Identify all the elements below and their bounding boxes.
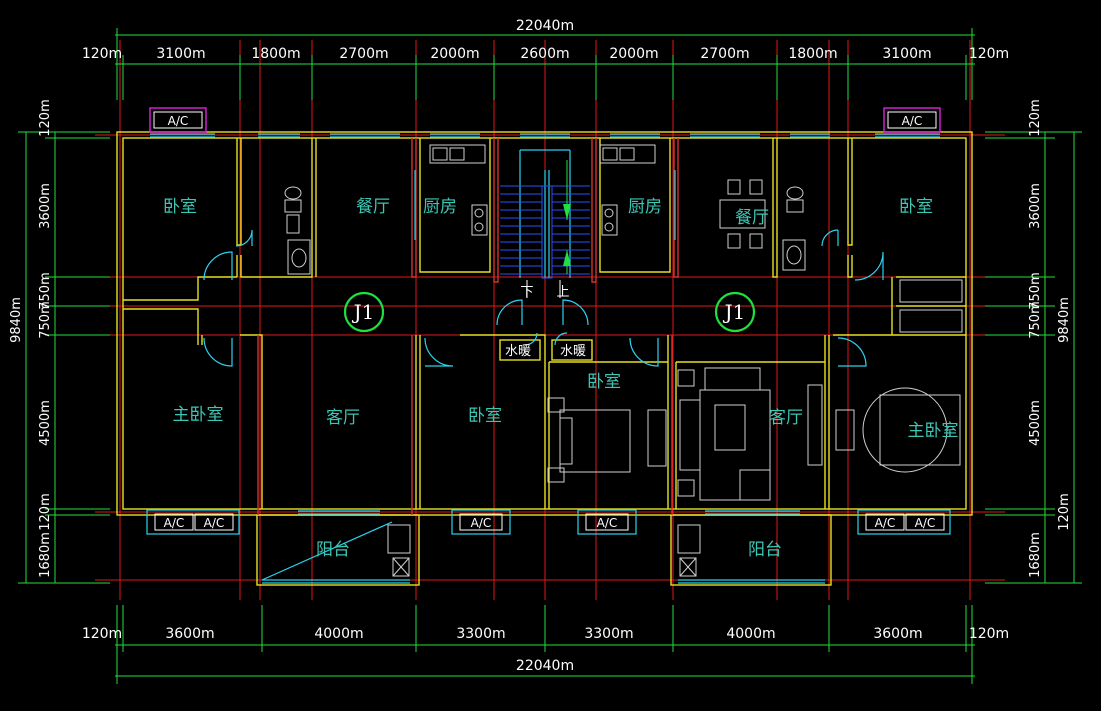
j1-markers: J1 J1 [343, 291, 756, 333]
dim-top-9: 3100m [882, 46, 931, 62]
ac-label-bottom-5: A/C [875, 516, 896, 530]
room-bedroom-top-right: 卧室 [899, 197, 933, 217]
room-kitchen-left: 厨房 [423, 197, 457, 217]
doors [203, 229, 884, 367]
stair-down-label: 下 [520, 285, 533, 300]
dim-left-3: 750m [38, 301, 53, 338]
dim-bottom-7: 120m [969, 626, 1009, 642]
stair-up-label: 上 [556, 285, 569, 300]
room-living-right: 客厅 [769, 408, 803, 428]
dim-bottom-2: 4000m [314, 626, 363, 642]
dim-left-6: 1680m [38, 532, 53, 578]
ac-label-bottom-4: A/C [597, 516, 618, 530]
dim-top-0: 120m [82, 46, 122, 62]
ac-label-top-left: A/C [168, 114, 189, 128]
j1-label-right: J1 [723, 300, 746, 324]
room-bedroom-mid-left: 卧室 [468, 406, 502, 426]
dim-bottom-3: 3300m [456, 626, 505, 642]
bottom-dimensions: 120m 3600m 4000m 3300m 3300m 4000m 3600m… [82, 605, 1009, 684]
dim-left-1: 3600m [38, 183, 53, 229]
dim-left-total: 9840m [9, 297, 24, 343]
interior-walls [123, 138, 966, 515]
j1-label-left: J1 [352, 300, 375, 324]
dim-bottom-0: 120m [82, 626, 122, 642]
room-kitchen-right: 厨房 [628, 197, 662, 217]
dim-right-3: 750m [1028, 301, 1043, 338]
dim-top-6: 2000m [609, 46, 658, 62]
dim-total-bottom: 22040m [516, 658, 574, 674]
dim-right-total: 9840m [1057, 297, 1072, 343]
stair-labels: 下 上 水暖 水暖 [505, 285, 586, 359]
dim-right-2: 750m [1028, 272, 1043, 309]
room-master-right: 主卧室 [908, 421, 959, 441]
dim-bottom-4: 3300m [584, 626, 633, 642]
dim-left-2: 750m [38, 272, 53, 309]
dim-bottom-6: 3600m [873, 626, 922, 642]
room-living-left: 客厅 [326, 408, 360, 428]
dim-top-3: 2700m [339, 46, 388, 62]
room-master-left: 主卧室 [173, 405, 224, 425]
ac-label-top-right: A/C [902, 114, 923, 128]
staircase [500, 160, 590, 298]
room-balcony-left: 阳台 [316, 540, 350, 560]
fixtures [284, 144, 963, 577]
ac-units: A/C A/C A/C A/C A/C A/C A/C A/C [146, 107, 951, 535]
shaft-label-right: 水暖 [560, 344, 586, 359]
dim-top-8: 1800m [788, 46, 837, 62]
room-dining-right: 餐厅 [735, 208, 769, 228]
room-bedroom-mid-right: 卧室 [587, 372, 621, 392]
top-dimensions: 22040m 120m 3100m 1800m 2700m 2000m 2600… [82, 18, 1009, 100]
dim-total-top: 22040m [516, 18, 574, 34]
ac-label-bottom-2: A/C [204, 516, 225, 530]
dim-right-0: 120m [1028, 99, 1043, 136]
room-bedroom-top-left: 卧室 [163, 197, 197, 217]
dim-left-5: 120m [38, 493, 53, 530]
right-dimensions: 120m 3600m 750m 750m 4500m 120m 1680m 98… [985, 99, 1082, 584]
room-labels: 卧室 餐厅 厨房 厨房 餐厅 卧室 主卧室 客厅 卧室 卧室 客厅 主卧室 阳台… [163, 197, 959, 560]
ac-label-bottom-3: A/C [471, 516, 492, 530]
dim-left-0: 120m [38, 99, 53, 136]
dim-top-10: 120m [969, 46, 1009, 62]
room-balcony-right: 阳台 [748, 540, 782, 560]
room-dining-left: 餐厅 [356, 197, 390, 217]
dim-top-7: 2700m [700, 46, 749, 62]
shaft-label-left: 水暖 [505, 344, 531, 359]
dim-top-5: 2600m [520, 46, 569, 62]
ac-label-bottom-6: A/C [915, 516, 936, 530]
dim-top-2: 1800m [251, 46, 300, 62]
dim-right-5: 120m [1057, 493, 1072, 530]
dim-top-1: 3100m [156, 46, 205, 62]
ac-label-bottom-1: A/C [164, 516, 185, 530]
dim-top-4: 2000m [430, 46, 479, 62]
dim-bottom-1: 3600m [165, 626, 214, 642]
dim-right-6: 1680m [1028, 532, 1043, 578]
dim-left-4: 4500m [38, 400, 53, 446]
dim-right-4: 4500m [1028, 400, 1043, 446]
left-dimensions: 120m 3600m 750m 750m 4500m 120m 1680m 98… [9, 99, 110, 584]
dim-right-1: 3600m [1028, 183, 1043, 229]
windows [150, 133, 940, 584]
dim-bottom-5: 4000m [726, 626, 775, 642]
axis-grid [95, 40, 1005, 600]
